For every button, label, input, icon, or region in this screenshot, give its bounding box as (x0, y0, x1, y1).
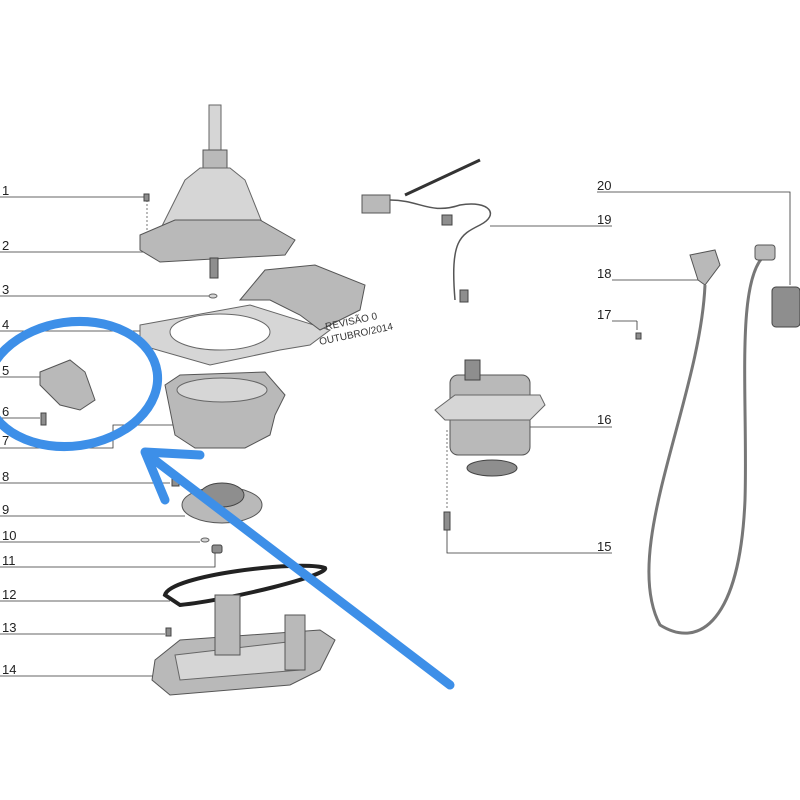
bracket-part-5 (39, 359, 96, 411)
highlight-annotation (0, 316, 455, 690)
wire-harness-part-19 (361, 158, 492, 303)
label-16: 16 (597, 412, 611, 427)
label-11: 11 (2, 553, 16, 568)
screw-part-6 (40, 412, 47, 426)
plug-part-20 (771, 286, 800, 328)
highlight-arrow-head (140, 447, 205, 505)
label-19: 19 (597, 212, 611, 227)
label-10: 10 (2, 528, 16, 543)
label-6: 6 (2, 404, 9, 419)
label-20: 20 (597, 178, 611, 193)
screw-part-15 (443, 511, 451, 531)
label-15: 15 (597, 539, 611, 554)
highlight-arrow-shaft (143, 450, 455, 690)
housing-part-7 (164, 371, 286, 449)
label-12: 12 (2, 587, 16, 602)
label-8: 8 (2, 469, 9, 484)
label-5: 5 (2, 363, 9, 378)
label-13: 13 (2, 620, 16, 635)
mounting-plate-part-4 (139, 264, 366, 366)
label-4: 4 (2, 317, 9, 332)
screw-part-1 (143, 193, 150, 202)
right-part-numbers: 20 19 18 17 16 15 (597, 178, 611, 554)
label-1: 1 (2, 183, 9, 198)
label-2: 2 (2, 238, 9, 253)
highlight-circle (0, 316, 163, 452)
leader-lines (0, 191, 791, 677)
label-17: 17 (597, 307, 611, 322)
transmission-part-2 (139, 104, 296, 279)
label-18: 18 (597, 266, 611, 281)
label-7: 7 (2, 433, 9, 448)
ring-part-3 (208, 293, 218, 299)
left-part-numbers: 1 2 3 4 5 6 7 8 9 10 11 12 13 14 (2, 183, 16, 677)
washer-part-10 (200, 537, 210, 543)
base-part-14 (151, 594, 336, 696)
nut-part-11 (211, 544, 223, 554)
label-3: 3 (2, 282, 9, 297)
label-14: 14 (2, 662, 16, 677)
label-9: 9 (2, 502, 9, 517)
motor-part-16 (434, 359, 546, 477)
screw-part-17 (635, 332, 642, 340)
power-cord-part-18 (647, 244, 776, 635)
screw-part-13 (165, 627, 172, 637)
